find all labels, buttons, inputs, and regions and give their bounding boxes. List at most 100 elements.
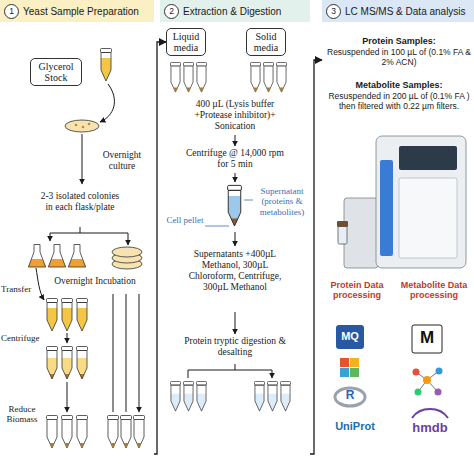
processing-heading: Metabolite Data processing: [398, 280, 470, 301]
tubes-metabolite: [254, 381, 290, 411]
logo-text: hmdb: [400, 421, 460, 436]
vial: [338, 226, 347, 244]
tube: [170, 381, 180, 411]
tube: [134, 416, 145, 449]
logo-square: [350, 368, 359, 377]
arrow: [67, 333, 68, 343]
tube: [47, 416, 58, 449]
sample-text: Resuspended in 100 µL of (0.1% FA & 2% A…: [326, 48, 472, 68]
column-title: Extraction & Digestion: [183, 6, 281, 17]
arrow: [113, 294, 139, 412]
logo-text: MQ: [336, 330, 364, 343]
colony: [75, 124, 78, 127]
arrow: [235, 135, 236, 146]
arrow: [67, 382, 68, 412]
logo-dot: [415, 389, 422, 396]
tube: [121, 416, 132, 449]
step-label: Supernatants +400µL Methanol, 300µL Chlo…: [185, 249, 285, 293]
tube: [276, 62, 286, 92]
tubes-solid: [108, 416, 145, 449]
logo-text: UniProt: [324, 420, 386, 433]
colony: [88, 123, 91, 126]
r-logo-ring: [335, 388, 365, 406]
tubes-pellet: [47, 416, 88, 449]
flow-connector: [154, 42, 166, 454]
plate: [112, 247, 142, 257]
logo-dot: [435, 389, 442, 396]
tube: [263, 62, 273, 92]
petri-dish: [65, 120, 99, 132]
tube: [196, 381, 206, 411]
arrow: [188, 370, 272, 378]
perseus-logo: [340, 358, 359, 377]
supernatant-tube: [228, 185, 242, 226]
maxquant-logo: [336, 325, 364, 349]
flask: [48, 245, 66, 268]
media-box: Liquid media: [166, 28, 206, 56]
vial-cap: [337, 221, 348, 227]
step-label: 400 µL (Lysis buffer +Protease inhibitor…: [180, 99, 290, 132]
tube: [170, 62, 180, 92]
tube: [183, 62, 193, 92]
header-band: 1Yeast Sample Preparation: [0, 0, 154, 22]
tube: [47, 299, 58, 332]
tubes-centrifuged: [47, 347, 88, 380]
header-band: 2Extraction & Digestion: [160, 0, 310, 22]
header-band: 3LC MS/MS & Data analysis: [322, 0, 474, 22]
tube: [62, 347, 73, 380]
tube: [77, 299, 88, 332]
callout-label: Cell pellet: [166, 215, 204, 225]
tube: [77, 347, 88, 380]
instrument-screen: [399, 146, 457, 170]
logo-text: R: [342, 389, 358, 403]
logo-dot: [413, 369, 420, 376]
sample-heading: Metabolite Samples:: [326, 80, 472, 90]
step-label: Centrifuge @ 14,000 rpm for 5 min: [180, 148, 290, 170]
tubes-liquid: [170, 62, 206, 92]
tubes-culture: [47, 299, 88, 332]
branch-line: [50, 227, 128, 233]
sample-heading: Protein Samples:: [326, 36, 472, 46]
box-text: Liquid media: [172, 31, 200, 53]
callout-label: Supernatant (proteins & metabolites): [254, 186, 310, 217]
flow-connector: [310, 60, 322, 454]
step-label: 2-3 isolated colonies in each flask/plat…: [38, 191, 122, 213]
tube: [196, 62, 206, 92]
arrow: [235, 232, 236, 246]
instrument-front: [399, 178, 457, 258]
hmdb-swirl: [412, 409, 448, 418]
tube: [250, 62, 260, 92]
logo-square: [350, 358, 359, 367]
column-title: Yeast Sample Preparation: [23, 6, 139, 17]
plates: [112, 247, 142, 269]
step-number: 3: [326, 4, 341, 19]
branch-line: [188, 364, 272, 370]
arrow: [36, 268, 44, 300]
arrow: [128, 233, 129, 245]
stage-panel: 1Yeast Sample PreparationGlycerol Stock: [0, 0, 154, 474]
step-label: Overnight culture: [92, 150, 152, 172]
step-label: Protein tryptic digestion & desalting: [180, 336, 290, 358]
logo-text: M: [412, 328, 442, 348]
tube: [62, 299, 73, 332]
connectors: [154, 42, 322, 454]
tube: [280, 381, 290, 411]
logo-dot: [423, 376, 431, 384]
tube: [254, 381, 264, 411]
glycerol-tube: [101, 49, 112, 82]
metaboanalyst-logo: [412, 325, 442, 353]
flasks: [28, 245, 86, 268]
tubes-solid-media: [250, 62, 286, 92]
instrument-panel: [380, 160, 393, 256]
processing-heading: Protein Data processing: [324, 280, 390, 301]
step-label: Transfer: [1, 284, 37, 294]
stage-panel: 2Extraction & DigestionLiquid media Solid…: [160, 0, 310, 474]
network-logo: [413, 368, 443, 396]
sample-text: Resuspended in 200 µL of (0.1% FA ) then…: [326, 92, 472, 112]
media-box: Solid media: [246, 28, 286, 56]
leader-line: [244, 200, 253, 201]
tube: [267, 381, 277, 411]
colony: [82, 126, 85, 129]
box-text: Glycerol Stock: [36, 61, 76, 83]
